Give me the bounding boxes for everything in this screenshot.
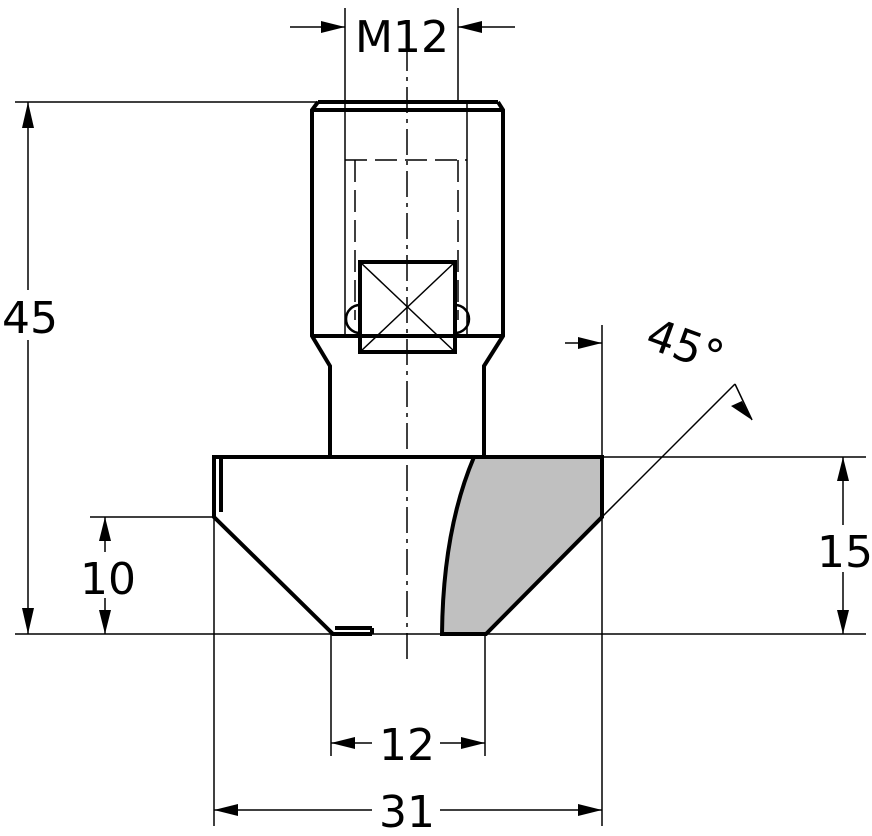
shank-outline-left [310, 100, 332, 457]
dimension-10 [99, 517, 111, 634]
screw-hole-arc-left [344, 303, 361, 335]
dimension-45-degree [565, 337, 753, 421]
label-10-height: 10 [80, 554, 136, 605]
ext-45deg-diagonal [601, 383, 736, 518]
dimension-12 [331, 737, 485, 749]
shank-outline-right [482, 100, 505, 457]
screw-hole-arc-right [454, 303, 471, 335]
dimension-45 [22, 102, 34, 634]
label-45-degree: 45° [640, 309, 731, 384]
label-15-height: 15 [817, 527, 872, 578]
cutting-insert [439, 455, 604, 636]
extension-lines [15, 8, 866, 826]
dimension-31 [214, 804, 602, 816]
label-31-diameter: 31 [379, 787, 435, 836]
label-m12: M12 [355, 12, 449, 63]
label-12-diameter: 12 [379, 720, 435, 771]
cutter-body [212, 455, 604, 636]
label-45-height: 45 [2, 293, 58, 344]
dimension-15 [837, 457, 849, 634]
dimension-m12 [290, 21, 515, 33]
